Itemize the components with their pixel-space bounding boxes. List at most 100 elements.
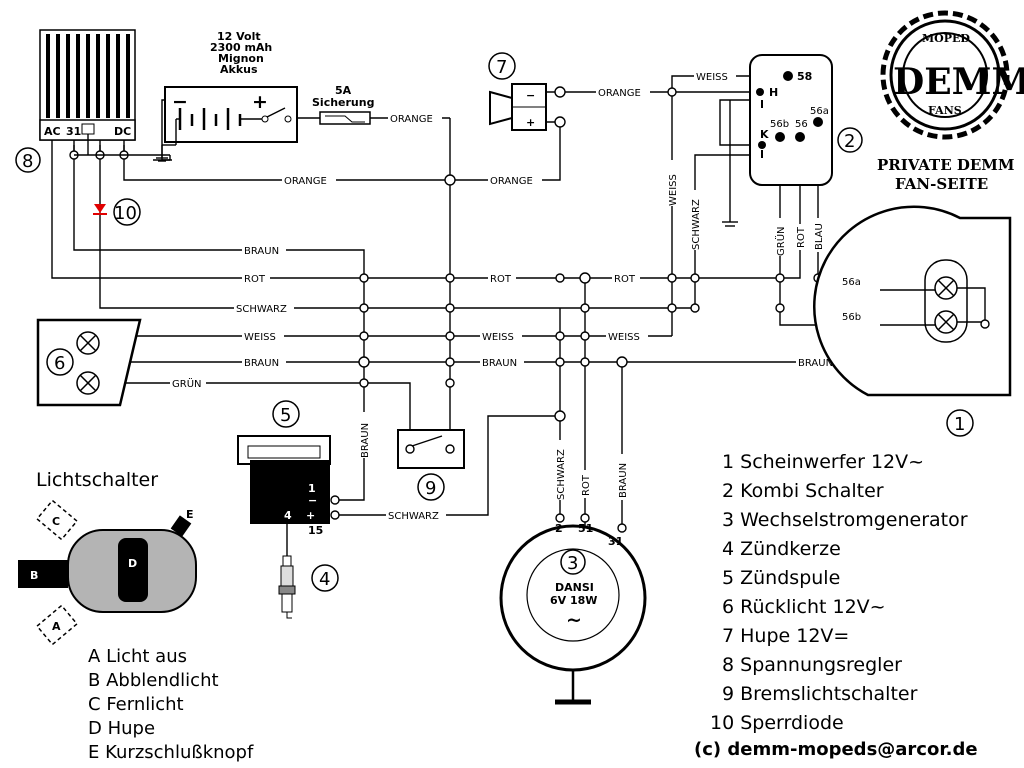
ignition-coil: 5 1 − 4 + 15 (237, 400, 340, 537)
wire-label-blau-v: BLAU (814, 223, 825, 250)
blocking-diode: 10 (93, 198, 141, 226)
headlight: 56a 56b 1 (813, 205, 1012, 437)
generator-t51: 51 (578, 522, 593, 535)
headlight-number: 1 (954, 414, 965, 435)
kombi-58: 58 (797, 70, 812, 83)
coil-minus: − (308, 494, 317, 507)
switch-legend: A Licht aus B Abblendlicht C Fernlicht D… (88, 646, 254, 763)
wire-label-weiss-v: WEISS (668, 174, 679, 206)
wire-label-weiss-1: WEISS (244, 332, 276, 343)
horn: 7 − + (488, 52, 547, 131)
logo-site1: PRIVATE DEMM (877, 156, 1015, 174)
copyright: (c) demm-mopeds@arcor.de (694, 739, 978, 760)
legend-item-4: 4 Zündkerze (722, 538, 841, 560)
legend-item-1: 1 Scheinwerfer 12V~ (722, 451, 924, 473)
horn-plus: + (526, 116, 535, 129)
kombi-k: K (760, 128, 769, 141)
diode-number: 10 (114, 203, 137, 224)
coil-plus: + (306, 509, 315, 522)
regulator-dc: DC (114, 125, 131, 138)
switch-c: C (52, 515, 60, 528)
wire-label-schwarz-v: SCHWARZ (691, 199, 702, 250)
wire-label-weiss-top: WEISS (696, 72, 728, 83)
wire-label-braun-1: BRAUN (244, 246, 279, 257)
legend-item-7: 7 Hupe 12V= (722, 625, 849, 647)
wire-label-orange-3: ORANGE (490, 176, 533, 187)
battery: 12 Volt 2300 mAh Mignon Akkus − + (156, 30, 298, 162)
regulator-31: 31 (66, 125, 81, 138)
kombi-number: 2 (844, 131, 855, 152)
legend-item-2: 2 Kombi Schalter (722, 480, 884, 502)
battery-minus: − (172, 91, 188, 113)
generator-t31: 31 (608, 535, 623, 548)
generator: 2 51 31 3 DANSI 6V 18W ~ (499, 513, 647, 705)
battery-line2: 2300 mAh (210, 41, 272, 54)
legend-item-6: 6 Rücklicht 12V~ (722, 596, 886, 618)
wire-label-rot-v: ROT (796, 226, 807, 248)
switch-b: B (30, 569, 38, 582)
battery-line1: 12 Volt (217, 30, 261, 43)
switch-d: D (128, 557, 137, 570)
wire-label-weiss-2: WEISS (482, 332, 514, 343)
wire-labels: ORANGE ORANGE ORANGE ORANGE WEISS BRAUN … (170, 70, 840, 522)
switch-title: Lichtschalter (36, 469, 158, 491)
fuse-line1: 5A (335, 84, 352, 97)
fuse: 5A Sicherung (312, 84, 374, 125)
fuse-line2: Sicherung (312, 96, 374, 109)
spark-plug: 4 (278, 524, 339, 619)
switch-e: E (186, 508, 194, 521)
logo-top: MOPED (922, 32, 970, 45)
kombi-h: H (769, 86, 778, 99)
wire-label-weiss-3: WEISS (608, 332, 640, 343)
legend-item-5: 5 Zündspule (722, 567, 840, 589)
switch-legend-a: A Licht aus (88, 646, 187, 667)
battery-plus: + (252, 91, 268, 113)
regulator-number: 8 (22, 151, 33, 172)
horn-number: 7 (496, 57, 507, 78)
wire-label-gruen-v: GRÜN (774, 227, 787, 257)
voltage-regulator: AC 31 DC 8 (15, 29, 171, 173)
generator-t2: 2 (555, 522, 563, 535)
battery-line3: Mignon (218, 52, 264, 65)
kombi-56: 56 (795, 119, 808, 130)
coil-number: 5 (280, 405, 291, 426)
wire-label-orange-2: ORANGE (284, 176, 327, 187)
wire-label-schwarz-2: SCHWARZ (388, 511, 439, 522)
battery-line4: Akkus (220, 63, 258, 76)
wire-label-braun-v1: BRAUN (360, 423, 371, 458)
brake-light-switch: 9 (397, 429, 465, 501)
generator-spec: 6V 18W (550, 594, 597, 607)
kombi-56b: 56b (770, 119, 789, 130)
wire-label-orange-1: ORANGE (390, 114, 433, 125)
coil-t4: 4 (284, 509, 292, 522)
wire-label-rot-v2: ROT (581, 474, 592, 496)
generator-wave: ~ (566, 609, 582, 631)
coil-t15: 15 (308, 524, 323, 537)
switch-legend-b: B Abblendlicht (88, 670, 219, 691)
brake-number: 9 (425, 478, 436, 499)
logo-bottom: FANS (928, 104, 962, 117)
wire-label-gruen-1: GRÜN (172, 377, 202, 390)
switch-legend-d: D Hupe (88, 718, 155, 739)
wire-label-braun-3: BRAUN (482, 358, 517, 369)
demm-logo: MOPED DEMM FANS PRIVATE DEMM FAN-SEITE (877, 10, 1024, 193)
light-switch: Lichtschalter C A B D E (18, 469, 197, 646)
regulator-ac: AC (44, 125, 61, 138)
plug-number: 4 (319, 569, 330, 590)
logo-site2: FAN-SEITE (895, 175, 988, 193)
wire-label-schwarz-v2: SCHWARZ (556, 449, 567, 500)
wire-label-braun-2: BRAUN (244, 358, 279, 369)
switch-legend-c: C Fernlicht (88, 694, 184, 715)
wire-label-orange-4: ORANGE (598, 88, 641, 99)
wire-label-braun-v2: BRAUN (618, 463, 629, 498)
switch-a: A (52, 620, 61, 633)
legend-item-9: 9 Bremslichtschalter (722, 683, 918, 705)
headlight-56b: 56b (842, 312, 861, 323)
wire-label-braun-4: BRAUN (798, 358, 833, 369)
legend-item-3: 3 Wechselstromgenerator (722, 509, 968, 531)
coil-t1: 1 (308, 482, 316, 495)
legend-item-10: 10 Sperrdiode (710, 712, 844, 734)
horn-minus: − (526, 89, 535, 102)
headlight-56a: 56a (842, 277, 861, 288)
